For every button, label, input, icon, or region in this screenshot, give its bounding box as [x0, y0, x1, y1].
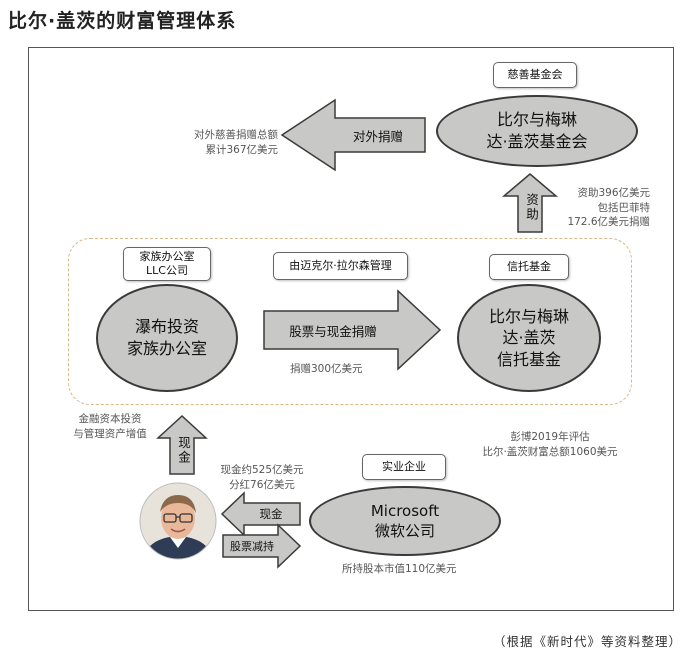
foundation-ellipse: 比尔与梅琳 达·盖茨基金会: [436, 95, 638, 167]
family-office-ellipse: 瀑布投资 家族办公室: [96, 284, 238, 392]
source-note: （根据《新时代》等资料整理）: [493, 631, 682, 650]
company-ellipse: Microsoft 微软公司: [309, 486, 501, 556]
company-tag: 实业企业: [362, 454, 446, 480]
bill-gates-portrait: [139, 482, 217, 560]
manager-tag: 由迈克尔·拉尔森管理: [273, 252, 408, 280]
market-value-note: 所持股本市值110亿美元: [342, 562, 457, 577]
funding-note: 资助396亿美元 包括巴菲特 172.6亿美元捐赠: [550, 186, 650, 230]
donation-arrow-label: 股票与现金捐赠: [268, 315, 398, 345]
outward-donation-note: 对外慈善捐赠总额 累计367亿美元: [168, 128, 278, 157]
cash-note: 现金约525亿美元 分红76亿美元: [212, 463, 312, 492]
trust-ellipse: 比尔与梅琳 达·盖茨 信托基金: [457, 284, 601, 392]
finance-note: 金融资本投资 与管理资产增值: [60, 412, 160, 441]
foundation-tag: 慈善基金会: [493, 62, 577, 88]
funding-label: 资助: [522, 193, 541, 222]
cash-left-label: 现金: [244, 503, 298, 525]
stock-sale-label: 股票减持: [224, 535, 280, 557]
outward-donation-label: 对外捐赠: [335, 120, 421, 150]
cash-up-label: 现金: [174, 436, 193, 465]
family-office-tag: 家族办公室 LLC公司: [123, 247, 211, 281]
donation-note: 捐赠300亿美元: [290, 362, 363, 377]
bloomberg-note: 彭博2019年评估 比尔·盖茨财富总额1060美元: [470, 430, 630, 459]
trust-tag: 信托基金: [489, 254, 569, 280]
